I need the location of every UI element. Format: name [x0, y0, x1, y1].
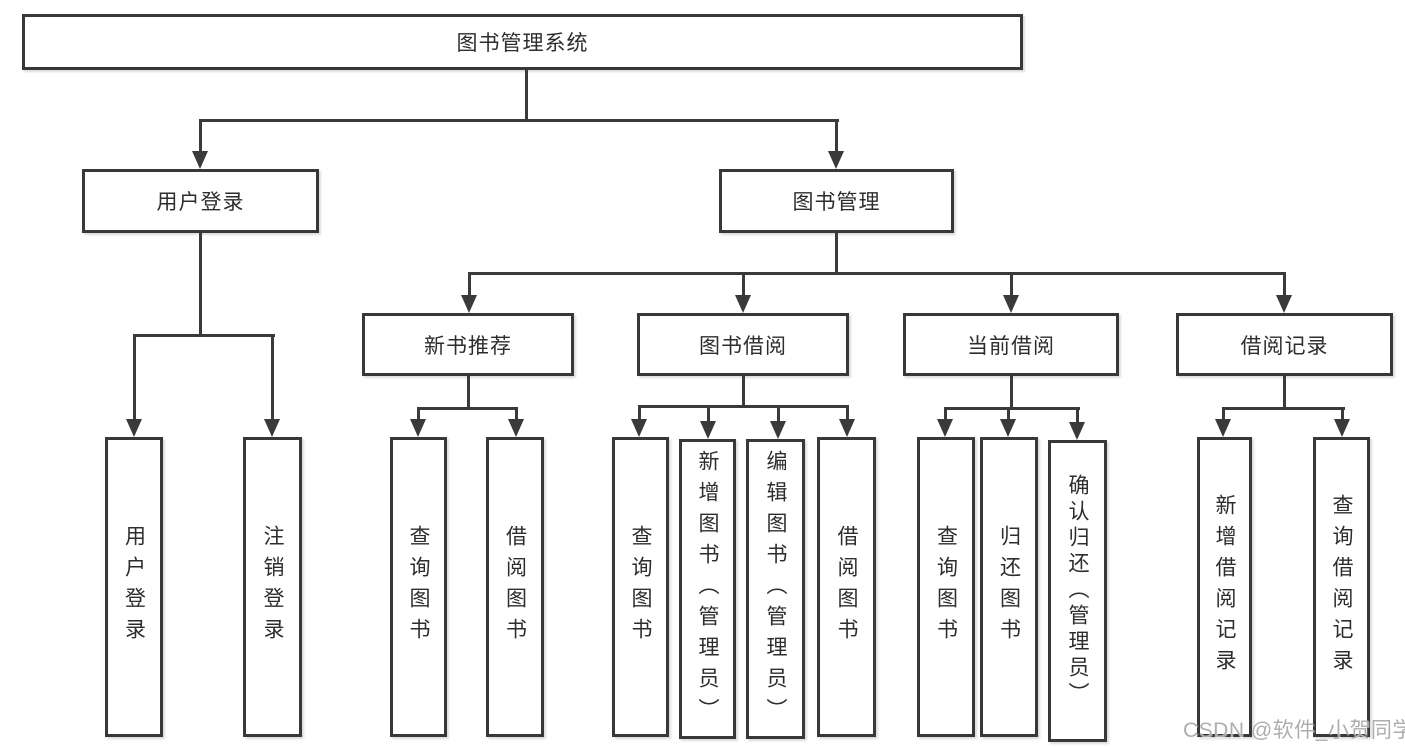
leaf-query-books-3: 查询图书 — [917, 437, 975, 737]
node-root: 图书管理系统 — [22, 14, 1023, 70]
leaf-return-book: 归还图书 — [980, 437, 1038, 737]
leaf-query-books-1: 查询图书 — [390, 437, 447, 737]
connector-line — [638, 405, 849, 408]
node-current-borrowing-label: 当前借阅 — [967, 334, 1055, 358]
connector-line — [468, 272, 1286, 275]
arrowhead — [1000, 419, 1016, 437]
leaf-edit-book-admin: 编辑图书（管理员） — [746, 439, 805, 739]
leaf-borrow-books-1: 借阅图书 — [486, 437, 544, 737]
leaf-query-books-2-label: 查询图书 — [629, 525, 652, 649]
node-book-management-label: 图书管理 — [792, 191, 881, 214]
connector-line — [944, 407, 1080, 410]
node-borrowing-records: 借阅记录 — [1176, 313, 1393, 376]
connector-line — [638, 405, 641, 421]
connector-line — [835, 233, 838, 275]
node-book-borrowing: 图书借阅 — [637, 313, 849, 376]
connector-line — [742, 272, 745, 298]
arrowhead — [1003, 295, 1019, 313]
connector-line — [1283, 272, 1286, 298]
leaf-query-books-1-label: 查询图书 — [407, 525, 430, 649]
connector-line — [1222, 407, 1345, 410]
arrowhead — [735, 295, 751, 313]
arrowhead — [700, 421, 716, 439]
arrowhead — [631, 419, 647, 437]
arrowhead — [264, 419, 280, 437]
connector-line — [271, 334, 274, 420]
leaf-query-borrow-record-label: 查询借阅记录 — [1330, 494, 1353, 680]
connector-line — [199, 233, 202, 337]
connector-line — [417, 407, 420, 421]
connector-line — [846, 405, 849, 421]
arrowhead — [937, 419, 953, 437]
leaf-add-borrow-record-label: 新增借阅记录 — [1213, 494, 1236, 680]
connector-line — [525, 70, 528, 122]
arrowhead — [461, 295, 477, 313]
node-user-login: 用户登录 — [82, 169, 319, 233]
arrowhead — [126, 419, 142, 437]
connector-line — [1076, 407, 1079, 424]
watermark: CSDN @软件_小贺同学 — [1183, 719, 1405, 742]
node-new-book-recommend-label: 新书推荐 — [424, 334, 512, 358]
connector-line — [417, 407, 518, 410]
connector-line — [944, 407, 947, 421]
arrowhead — [1069, 422, 1085, 440]
connector-line — [1341, 407, 1344, 421]
leaf-add-book-admin-label: 新增图书（管理员） — [696, 449, 719, 729]
connector-line — [199, 119, 839, 122]
arrowhead — [770, 421, 786, 439]
arrowhead — [192, 151, 208, 169]
connector-line — [742, 376, 745, 408]
connector-line — [1010, 376, 1013, 410]
connector-line — [515, 407, 518, 421]
node-user-login-label: 用户登录 — [156, 191, 245, 214]
arrowhead — [828, 151, 844, 169]
arrowhead — [508, 419, 524, 437]
node-book-borrowing-label: 图书借阅 — [699, 334, 787, 358]
arrowhead — [1215, 419, 1231, 437]
connector-line — [1222, 407, 1225, 421]
node-borrowing-records-label: 借阅记录 — [1240, 334, 1329, 358]
node-new-book-recommend: 新书推荐 — [362, 313, 574, 376]
node-current-borrowing: 当前借阅 — [903, 313, 1119, 376]
connector-line — [1010, 272, 1013, 298]
leaf-add-book-admin: 新增图书（管理员） — [679, 439, 736, 739]
leaf-add-borrow-record: 新增借阅记录 — [1197, 437, 1252, 737]
arrowhead — [1334, 419, 1350, 437]
leaf-query-books-2: 查询图书 — [612, 437, 669, 737]
leaf-user-login-label: 用户登录 — [122, 525, 146, 649]
leaf-borrow-books-1-label: 借阅图书 — [503, 525, 527, 649]
arrowhead — [1276, 295, 1292, 313]
leaf-confirm-return-admin: 确认归还（管理员） — [1048, 440, 1107, 742]
leaf-query-books-3-label: 查询图书 — [934, 525, 958, 649]
connector-line — [777, 405, 780, 423]
leaf-user-login: 用户登录 — [105, 437, 163, 737]
leaf-logout-label: 注销登录 — [261, 525, 284, 649]
connector-line — [707, 405, 710, 423]
connector-line — [468, 272, 471, 298]
connector-line — [835, 119, 838, 152]
connector-line — [1007, 407, 1010, 421]
connector-line — [467, 376, 470, 409]
leaf-query-borrow-record: 查询借阅记录 — [1313, 437, 1370, 737]
leaf-edit-book-admin-label: 编辑图书（管理员） — [764, 449, 787, 729]
connector-line — [133, 334, 275, 337]
arrowhead — [410, 419, 426, 437]
connector-line — [133, 334, 136, 420]
arrowhead — [839, 419, 855, 437]
node-root-label: 图书管理系统 — [456, 32, 589, 55]
leaf-confirm-return-admin-label: 确认归还（管理员） — [1066, 474, 1089, 708]
connector-line — [1283, 376, 1286, 410]
leaf-return-book-label: 归还图书 — [997, 525, 1021, 649]
node-book-management: 图书管理 — [719, 169, 954, 233]
leaf-borrow-books-2: 借阅图书 — [817, 437, 876, 737]
connector-line — [199, 119, 202, 152]
leaf-logout: 注销登录 — [243, 437, 302, 737]
leaf-borrow-books-2-label: 借阅图书 — [835, 525, 858, 649]
